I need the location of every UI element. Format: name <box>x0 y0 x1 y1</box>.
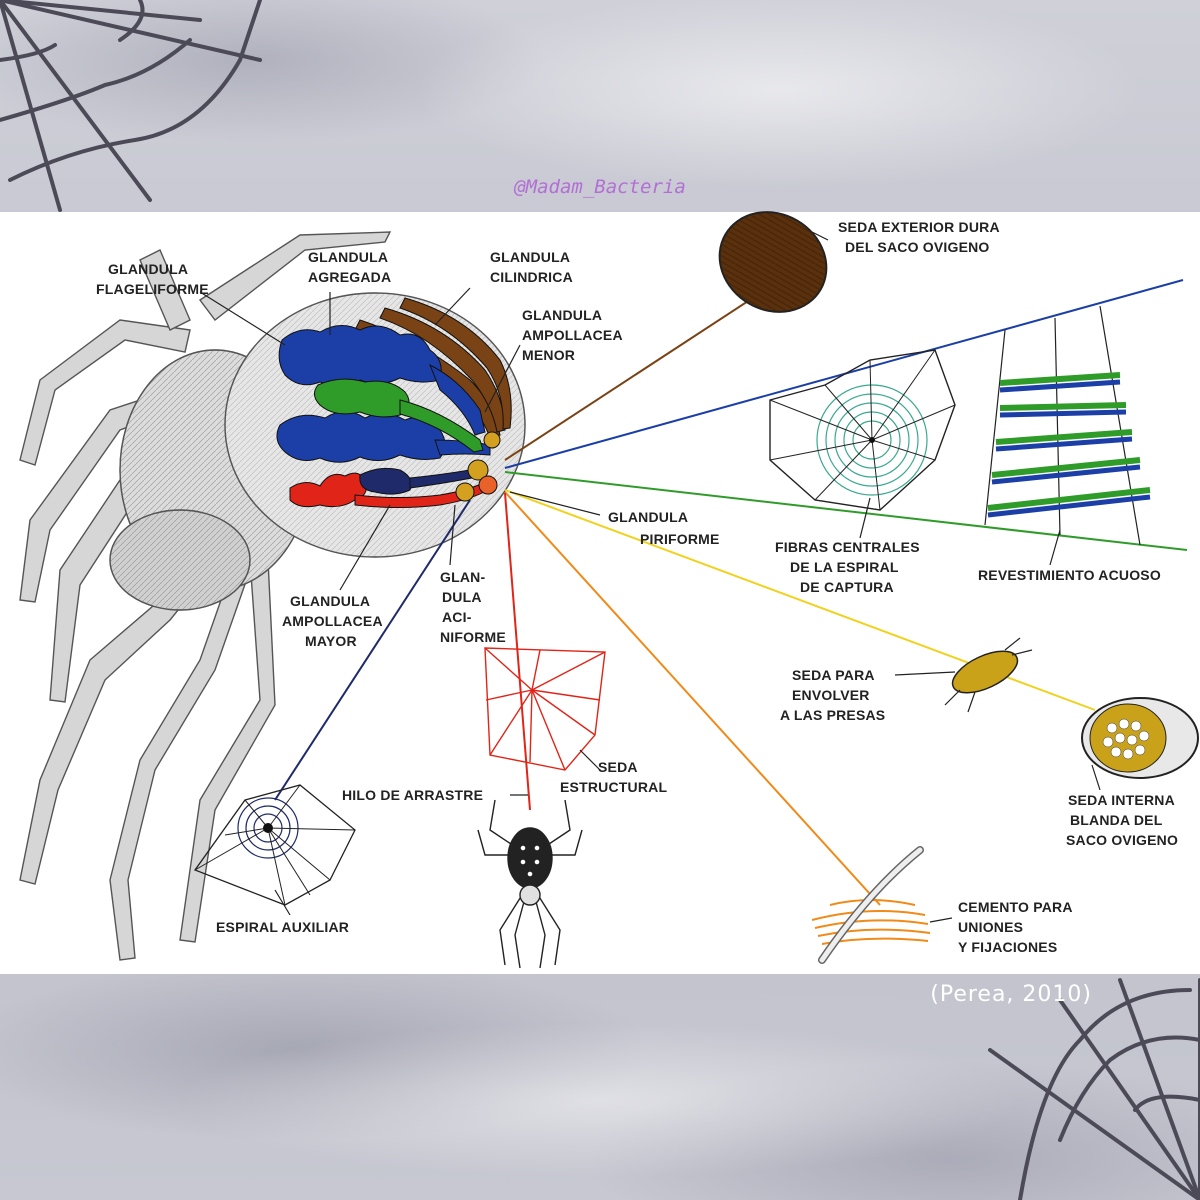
label-revestimiento: REVESTIMIENTO ACUOSO <box>978 567 1161 583</box>
aqueous-coating-icon <box>984 305 1151 546</box>
cobweb-bottom-right-icon <box>988 978 1200 1200</box>
citation: (Perea, 2010) <box>930 982 1092 1007</box>
glands <box>276 297 512 508</box>
egg-sac-inner-icon <box>1081 697 1199 779</box>
aggregate-gland <box>276 325 491 463</box>
dragline-spider-icon <box>477 799 583 969</box>
capture-orb-web-icon <box>769 349 956 511</box>
leader-lines <box>199 231 1101 923</box>
auxiliary-spiral-web-icon <box>193 784 356 906</box>
cobweb-top-left-icon <box>0 0 262 212</box>
label-espiral-auxiliar: ESPIRAL AUXILIAR <box>216 919 349 935</box>
egg-sac-outer-icon <box>718 211 828 313</box>
watermark-handle: @Madam_Bacteria <box>514 176 686 198</box>
label-hilo-arrastre: HILO DE ARRASTRE <box>342 787 483 803</box>
wrapped-prey-icon <box>944 637 1033 713</box>
minor-ampullate-gland <box>314 378 484 453</box>
attachment-cement-icon <box>811 846 931 964</box>
structural-silk-icon <box>484 647 606 771</box>
